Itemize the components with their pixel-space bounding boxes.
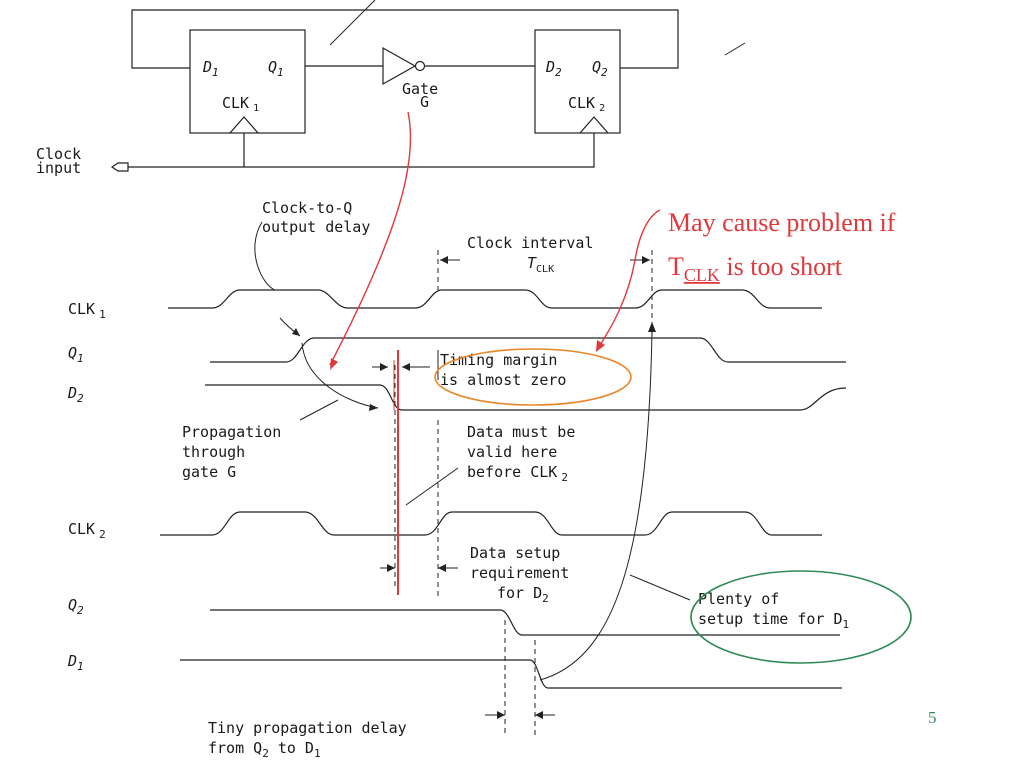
clk1-waveform xyxy=(168,289,822,309)
clock-interval-arrowhead-right xyxy=(642,256,650,264)
setup-arrowhead-right xyxy=(438,564,446,572)
ff1-clock-triangle xyxy=(229,116,259,134)
ff1-q-label: Q1 xyxy=(268,58,284,79)
ff2-q-label: Q2 xyxy=(592,58,608,79)
clk2-waveform xyxy=(160,511,822,536)
clock-interval-label: Clock interval xyxy=(467,234,593,252)
d2-waveform xyxy=(205,384,847,411)
propagation-arrowhead xyxy=(369,404,378,411)
data-valid-pointer xyxy=(405,467,459,506)
ff1-d-label: D1 xyxy=(202,58,219,79)
clock-to-q-label-2: output delay xyxy=(262,218,370,236)
inverter-bubble xyxy=(414,60,426,72)
propagation-label-3: gate G xyxy=(182,463,236,481)
callout-line-1: May cause problem if xyxy=(668,208,896,237)
tiny-delay-arrowhead-left xyxy=(497,711,505,719)
plenty-pointer xyxy=(629,574,691,601)
tclk-label: TCLK xyxy=(527,254,554,275)
plenty-label-1: Plenty of xyxy=(698,590,779,608)
timing-margin-label-2: is almost zero xyxy=(440,371,566,389)
clock-interval-arrowhead-left xyxy=(440,256,448,264)
feedback-slash-2 xyxy=(724,42,746,56)
q1-waveform xyxy=(210,337,846,363)
tiny-delay-arrowhead-right xyxy=(535,711,543,719)
feedback-slash-1 xyxy=(329,0,376,46)
clock-input-label-2: input xyxy=(36,159,81,177)
clock-to-q-label-1: Clock-to-Q xyxy=(262,199,352,217)
signal-label-q1: Q1 xyxy=(68,344,84,365)
d1-feedback-arrowhead xyxy=(648,322,656,332)
signal-label-d1: D1 xyxy=(67,652,84,673)
red-callout-arrowhead xyxy=(596,340,605,352)
propagation-arrow xyxy=(301,342,379,409)
setup-arrowhead-left xyxy=(387,564,395,572)
clock-input-wire xyxy=(128,133,595,168)
propagation-label-2: through xyxy=(182,443,245,461)
d1-waveform xyxy=(180,659,842,689)
plenty-label-2: setup time for D1 xyxy=(698,610,849,631)
clock-to-q-pointer xyxy=(254,221,276,291)
d1-feedback-arrow xyxy=(539,329,653,681)
red-callout-arrow xyxy=(597,209,661,349)
propagation-pointer xyxy=(299,399,339,421)
orange-timing-margin-ellipse xyxy=(434,348,632,406)
flip-flop-2 xyxy=(534,29,621,134)
highlight-overlays: May cause problem if TCLK is too short 5 xyxy=(329,111,937,727)
q2-waveform xyxy=(210,609,840,636)
gate-label-1: Gate xyxy=(402,80,438,98)
signal-label-d2: D2 xyxy=(67,384,84,405)
timing-margin-arrowhead-right xyxy=(402,363,410,371)
signal-label-q2: Q2 xyxy=(68,596,84,617)
ff2-clock-triangle xyxy=(579,116,609,134)
data-valid-label-2: valid here xyxy=(467,443,557,461)
clock-input-label-1: Clock xyxy=(36,145,81,163)
clock-to-q-arrowhead xyxy=(292,328,300,336)
setup-req-label-1: Data setup xyxy=(470,544,560,562)
flip-flop-1 xyxy=(189,29,306,134)
annotations: Clock-to-Q output delay Clock interval T… xyxy=(182,199,849,760)
propagation-label-1: Propagation xyxy=(182,423,281,441)
data-valid-label-1: Data must be xyxy=(467,423,575,441)
tiny-delay-label-2: from Q2 to D1 xyxy=(208,739,321,760)
clock-input-terminal xyxy=(110,162,129,172)
red-gate-arrowhead xyxy=(330,358,338,370)
tiny-delay-label-1: Tiny propagation delay xyxy=(208,719,407,737)
inverter-gate xyxy=(382,46,417,86)
gate-label-2: G xyxy=(420,93,429,111)
setup-req-label-3: for D2 xyxy=(497,584,549,605)
ff2-d-label: D2 xyxy=(545,58,562,79)
callout-line-2: TCLK is too short xyxy=(668,252,843,285)
timing-margin-label-1: Timing margin xyxy=(440,351,557,369)
setup-req-label-2: requirement xyxy=(470,564,569,582)
red-gate-arrow xyxy=(329,111,412,366)
feedback-wire xyxy=(131,9,679,69)
timing-margin-arrowhead-left xyxy=(380,363,388,371)
green-plenty-ellipse xyxy=(690,570,912,664)
page-number: 5 xyxy=(928,708,937,727)
